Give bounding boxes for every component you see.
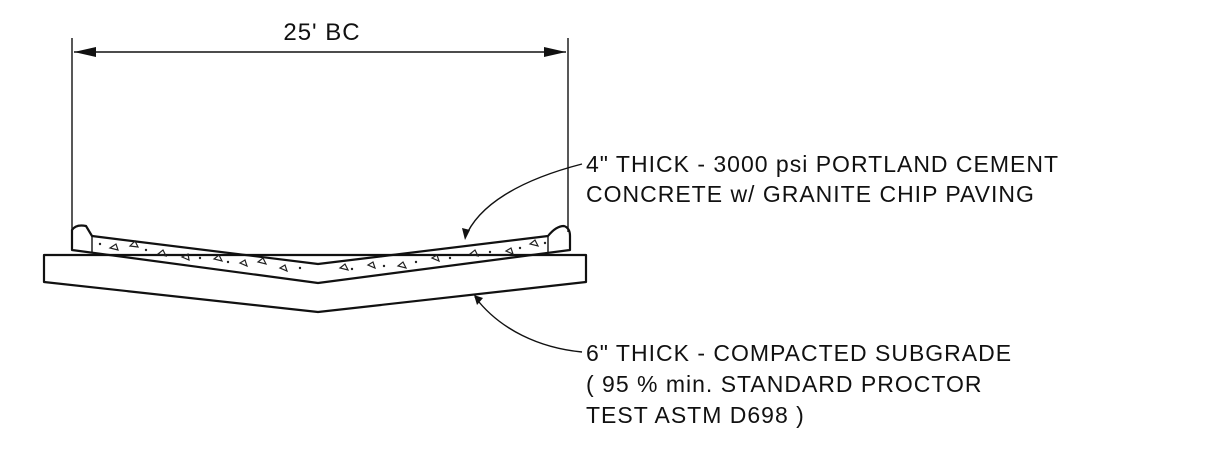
callout-concrete-line-2: CONCRETE w/ GRANITE CHIP PAVING <box>586 181 1035 207</box>
concrete-paving-layer <box>70 224 572 285</box>
dimension-label: 25' BC <box>283 19 360 46</box>
aggregate-marks <box>98 239 547 273</box>
leader-subgrade-arrow <box>474 295 483 305</box>
leader-concrete <box>464 163 583 239</box>
dim-arrow-left <box>74 47 96 57</box>
callout-subgrade-line-2: ( 95 % min. STANDARD PROCTOR <box>586 371 982 397</box>
callout-subgrade-line-1: 6" THICK - COMPACTED SUBGRADE <box>586 340 1012 366</box>
leader-concrete-arrow <box>462 228 470 240</box>
leader-subgrade <box>474 296 583 353</box>
dim-arrow-right <box>544 47 566 57</box>
callout-concrete-line-1: 4" THICK - 3000 psi PORTLAND CEMENT <box>586 151 1059 177</box>
subgrade-layer <box>42 253 588 314</box>
callout-subgrade-line-3: TEST ASTM D698 ) <box>586 402 805 428</box>
